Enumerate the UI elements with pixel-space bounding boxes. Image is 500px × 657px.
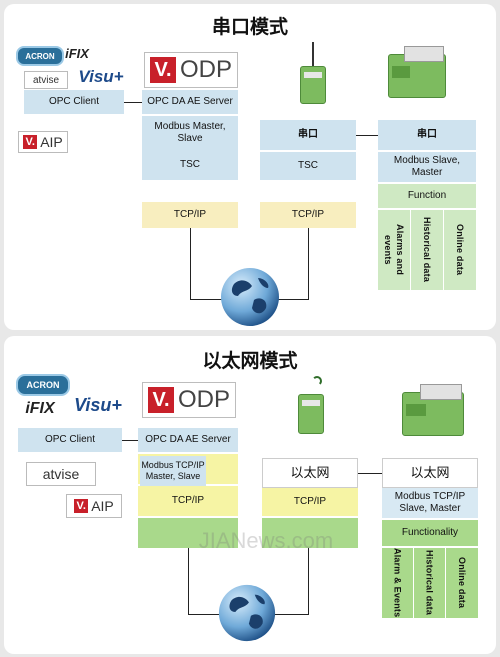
visu-logo: Visu+ (74, 394, 122, 415)
online-data-column: Online data (444, 210, 476, 290)
tcpip-box-left: TCP/IP (138, 486, 238, 516)
acron-logo: ACRON (16, 46, 64, 66)
aip-logo: V.AIP (66, 494, 122, 518)
connector-line (358, 473, 382, 474)
tcpip-box-middle: TCP/IP (260, 202, 356, 228)
modbus-tcpip-master-box: Modbus TCP/IP Master, Slave (140, 456, 206, 486)
tcpip-box-left: TCP/IP (142, 202, 238, 228)
tsc-box-left: TSC (142, 150, 238, 180)
network-line-right-horizontal (276, 299, 309, 300)
serial-mode-title: 串口模式 (211, 16, 288, 38)
atvise-logo: atvise (24, 71, 68, 89)
globe-icon (218, 584, 276, 642)
network-line-right-vertical (308, 228, 309, 299)
acron-logo: ACRON (16, 374, 70, 396)
modbus-master-box: Modbus Master, Slave (142, 116, 238, 150)
online-data-column: Online data (446, 548, 478, 618)
ethernet-box-middle: 以太网 (262, 458, 358, 488)
functionality-box: Functionality (382, 520, 478, 546)
ethernet-mode-panel: 以太网模式 ACRON iFIX Visu+ atvise V.AIP V.OD… (4, 336, 496, 654)
tcpip-box-middle: TCP/IP (262, 488, 358, 516)
connector-line (124, 102, 142, 103)
atvise-logo: atvise (26, 462, 96, 486)
ethernet-mode-title: 以太网模式 (202, 350, 298, 372)
alarm-events-column: Alarm & Events (382, 548, 413, 618)
network-line-right-horizontal (274, 614, 309, 615)
historical-data-column: Historical data (414, 548, 445, 618)
serial-box-middle: 串口 (260, 120, 356, 150)
opc-da-ae-server-box: OPC DA AE Server (142, 90, 238, 114)
plc-controller-image (402, 382, 466, 440)
network-line-left-vertical (188, 548, 189, 614)
modbus-tcpip-slave-box: Modbus TCP/IP Slave, Master (382, 488, 478, 518)
ethernet-gateway-device-image (294, 376, 330, 438)
network-line-left-horizontal (188, 614, 222, 615)
v-mark-icon: V. (74, 499, 89, 513)
aip-logo: V.AIP (18, 131, 68, 153)
modbus-slave-box: Modbus Slave, Master (378, 152, 476, 182)
visu-logo: Visu+ (78, 67, 124, 86)
opc-client-box: OPC Client (24, 90, 124, 114)
historical-data-column: Historical data (411, 210, 443, 290)
serial-box-right: 串口 (378, 120, 476, 150)
network-line-left-horizontal (190, 299, 224, 300)
network-line-left-vertical (190, 228, 191, 299)
green-block-middle (262, 518, 358, 548)
serial-mode-panel: 串口模式 ACRON iFIX atvise Visu+ V.AIP V.ODP… (4, 4, 496, 330)
odp-logo: V.ODP (144, 52, 238, 88)
serial-gateway-device-image (298, 42, 328, 108)
ethernet-box-right: 以太网 (382, 458, 478, 488)
connector-line (356, 135, 378, 136)
alarms-events-column: Alarms and events (378, 210, 410, 290)
ifix-logo: iFIX (25, 400, 55, 417)
connector-line (122, 440, 138, 441)
v-mark-icon: V. (149, 57, 176, 83)
function-box: Function (378, 184, 476, 208)
v-mark-icon: V. (147, 387, 174, 413)
plc-controller-image (388, 44, 448, 102)
tsc-box-middle: TSC (260, 152, 356, 180)
green-block-left (138, 518, 238, 548)
network-line-right-vertical (308, 548, 309, 614)
opc-client-box: OPC Client (18, 428, 122, 452)
v-mark-icon: V. (23, 135, 38, 149)
odp-logo: V.ODP (142, 382, 236, 418)
ifix-logo: iFIX (65, 45, 89, 61)
opc-da-ae-server-box: OPC DA AE Server (138, 428, 238, 452)
globe-icon (221, 268, 279, 326)
watermark-text: JIANews.com (198, 528, 334, 553)
